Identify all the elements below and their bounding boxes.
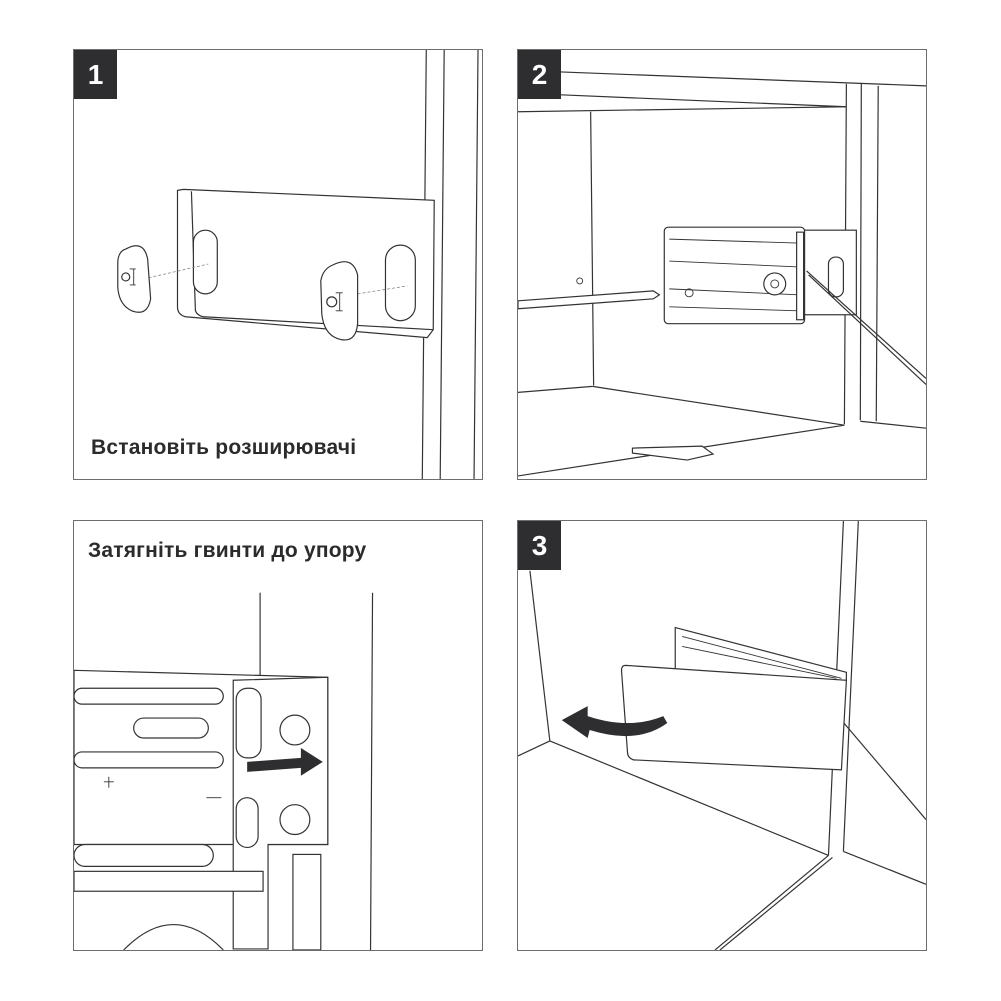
plus-sign (103, 776, 114, 788)
attach-drawer-front-illustration (518, 521, 926, 950)
direction-arrow-icon (247, 747, 323, 776)
step-tighten-panel: Затягніть гвинти до упору (73, 520, 483, 951)
screwdriver (518, 290, 661, 310)
tighten-screws-illustration (74, 592, 374, 950)
step-number-badge: 3 (518, 521, 561, 570)
mount-drawer-mechanism-illustration (518, 71, 926, 477)
hardware-part (631, 445, 715, 461)
expander-right (320, 261, 359, 341)
mounting-bracket (176, 188, 435, 339)
drawer-mechanism (663, 226, 806, 325)
step-1-panel: 1 Встановіть розширювачі (73, 49, 483, 480)
step-1-caption: Встановіть розширювачі (91, 436, 357, 459)
step-tighten-caption: Затягніть гвинти до упору (88, 539, 367, 562)
screw-icon (576, 277, 584, 285)
drawer-front-panel (620, 664, 848, 771)
expander-left (117, 245, 152, 313)
bracket-slot (384, 244, 416, 322)
cabinet-edge-line (439, 50, 445, 479)
cabinet-edge-line (473, 50, 479, 479)
mounting-plate (796, 229, 857, 316)
install-expanders-illustration (117, 50, 479, 479)
step-3-panel: 3 (517, 520, 927, 951)
step-number-badge: 1 (74, 50, 117, 99)
step-2-panel: 2 (517, 49, 927, 480)
bracket-slot (192, 229, 218, 295)
rotate-arrow-icon (561, 706, 668, 738)
step-number-badge: 2 (518, 50, 561, 99)
